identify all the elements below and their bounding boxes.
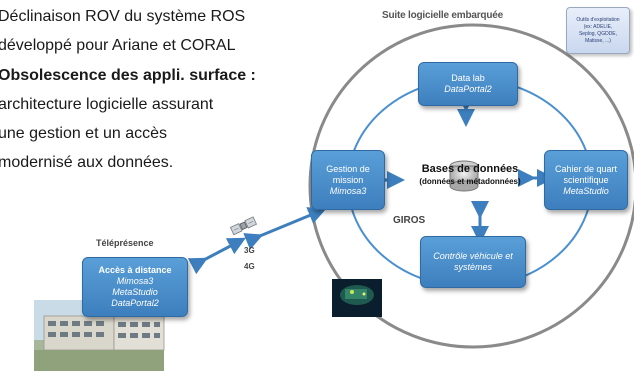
giros-label: GIROS (393, 215, 426, 226)
text-line-gestion: une gestion et un accès (0, 125, 168, 142)
network-3g-label: 3G (244, 246, 255, 255)
text-line-modernise: modernisé aux données. (0, 154, 174, 171)
cahier-quart-box: Cahier de quart scientifique MetaStudio (544, 150, 628, 210)
text-line-developpe: développé pour Ariane et CORAL (0, 37, 236, 54)
datalab-title: Data lab (451, 73, 485, 83)
network-4g-label: 4G (244, 262, 255, 271)
datalab-box: Data lab DataPortal2 (418, 62, 518, 106)
bases-donnees-label: Bases de données (données et métadonnées… (406, 163, 534, 187)
outer-circle (308, 23, 634, 349)
rov-photo (332, 279, 382, 317)
controle-title1: Contrôle véhicule et (433, 251, 513, 261)
arrow-sat-ring (243, 207, 327, 250)
acces-sub3: DataPortal2 (111, 298, 159, 308)
bases-title: Bases de données (421, 163, 519, 175)
outils-line2: (ex: ADELIE, (583, 23, 613, 30)
gestion-title1: Gestion de (326, 163, 370, 174)
cahier-title2: scientifique (563, 174, 609, 185)
gestion-sub: Mimosa3 (329, 185, 367, 196)
acces-sub2: MetaStudio (112, 287, 158, 297)
outils-exploitation-box: Outils d'exploitation (ex: ADELIE, Seplo… (566, 7, 630, 54)
controle-title2: systèmes (453, 262, 492, 272)
telepresence-label: Téléprésence (96, 238, 154, 248)
outils-line4: Matisse, ...) (585, 37, 611, 44)
bases-sub: (données et métadonnées) (419, 177, 521, 186)
text-line-declinaison: Déclinaison ROV du système ROS (0, 8, 246, 25)
cahier-title1: Cahier de quart (554, 163, 618, 174)
controle-vehicule-box: Contrôle véhicule et systèmes (420, 236, 526, 288)
datalab-sub: DataPortal2 (444, 84, 492, 94)
satellite-icon (229, 216, 258, 236)
acces-distance-box: Accès à distance Mimosa3 MetaStudio Data… (82, 257, 188, 317)
cahier-sub: MetaStudio (563, 185, 609, 196)
text-line-obsolescence: Obsolescence des appli. surface : (0, 67, 256, 84)
database-icon (449, 160, 479, 192)
outils-line3: Seplog, QGDDE, (578, 30, 618, 37)
text-line-architecture: architecture logicielle assurant (0, 96, 214, 113)
outils-line1: Outils d'exploitation (576, 16, 620, 23)
gestion-title2: mission (332, 174, 364, 185)
arrow-telepresence-sat (187, 237, 246, 275)
gestion-mission-box: Gestion de mission Mimosa3 (311, 150, 385, 210)
acces-title: Accès à distance (98, 265, 172, 275)
acces-sub1: Mimosa3 (116, 276, 154, 286)
suite-logicielle-label: Suite logicielle embarquée (382, 10, 503, 21)
